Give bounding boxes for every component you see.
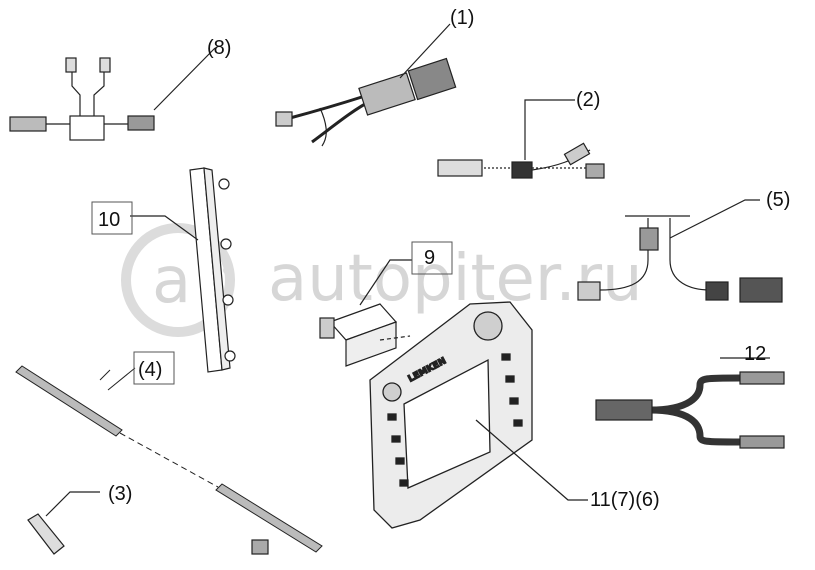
watermark: a autopiter.ru [121,223,643,337]
part-9-bracket [319,259,412,367]
watermark-logo: a [152,244,191,318]
part-2-y-cable [437,99,605,179]
callout-10: 10 [98,209,120,231]
callout-labels: (1) (2) (3) (4) (5) (8) 9 10 11(7)(6) 12 [98,7,790,511]
part-1-adapter-cable [275,23,457,147]
part-3-bolt [27,491,269,555]
part-10-mounting-rail [130,167,236,373]
part-4-threaded-rod [15,365,323,553]
callout-8: (8) [207,37,231,59]
callout-9: 9 [424,247,435,269]
part-5-extension-cable [577,199,783,303]
watermark-text: autopiter.ru [268,242,643,316]
callout-2: (2) [576,89,600,111]
callout-12: 12 [744,343,766,365]
callout-11: 11(7)(6) [590,489,660,511]
callout-1: (1) [450,7,474,29]
part-12-y-harness [595,357,785,449]
callout-boxes [91,201,453,385]
callout-3: (3) [108,483,132,505]
part-11-terminal: LEMKEN [369,301,588,529]
callout-5: (5) [766,189,790,211]
callout-4: (4) [138,359,162,381]
part-8-harness [9,47,216,141]
